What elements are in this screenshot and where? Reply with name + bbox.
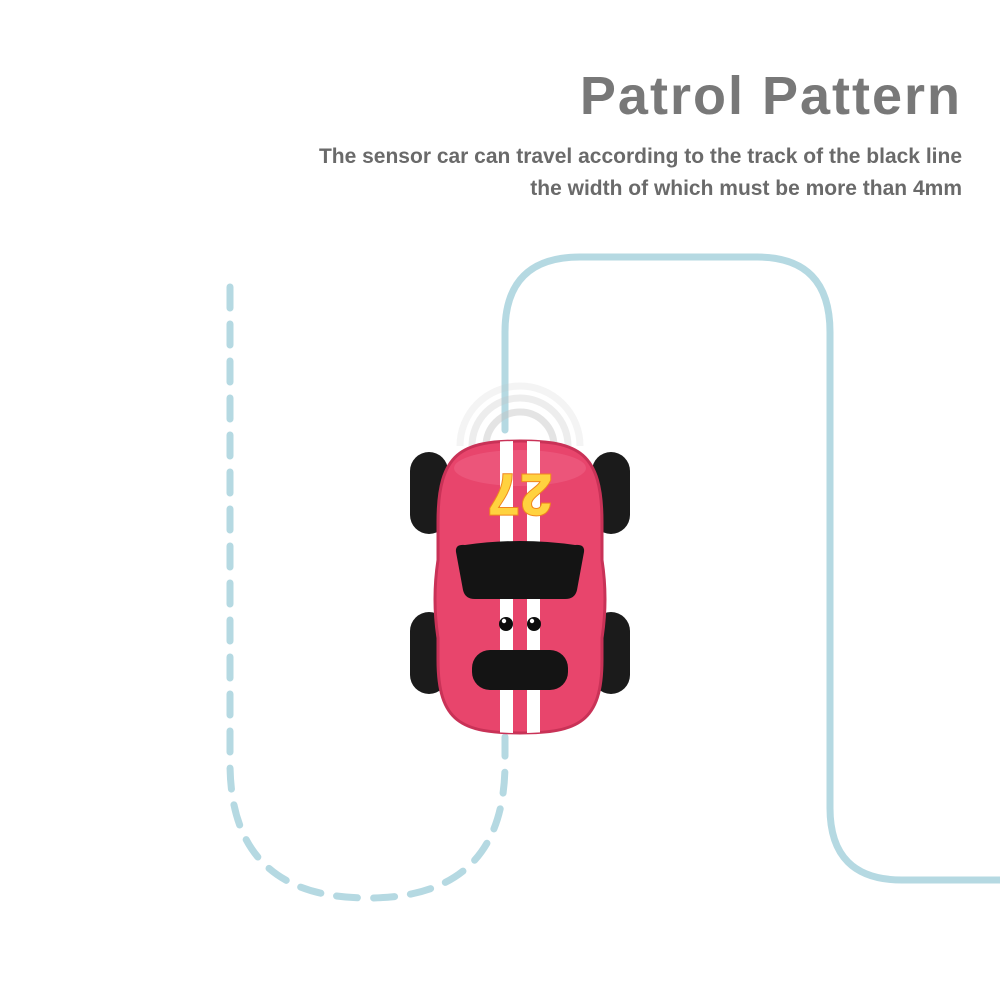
front-grille <box>472 650 568 690</box>
sensor-eyes-icon <box>499 617 541 631</box>
toy-car: 27 <box>410 382 630 735</box>
track-line-solid <box>501 253 1000 884</box>
subtitle-line-2: the width of which must be more than 4mm <box>530 177 962 201</box>
car-number: 27 <box>488 462 553 527</box>
header: Patrol Pattern The sensor car can travel… <box>319 68 962 206</box>
subtitle: The sensor car can travel according to t… <box>319 141 962 206</box>
subtitle-line-1: The sensor car can travel according to t… <box>318 144 962 168</box>
sensor-waves-icon <box>456 382 584 447</box>
car-body-highlight <box>454 450 586 486</box>
windshield <box>455 541 585 599</box>
page-title: Patrol Pattern <box>579 66 962 126</box>
track-line-dashed <box>226 283 509 902</box>
